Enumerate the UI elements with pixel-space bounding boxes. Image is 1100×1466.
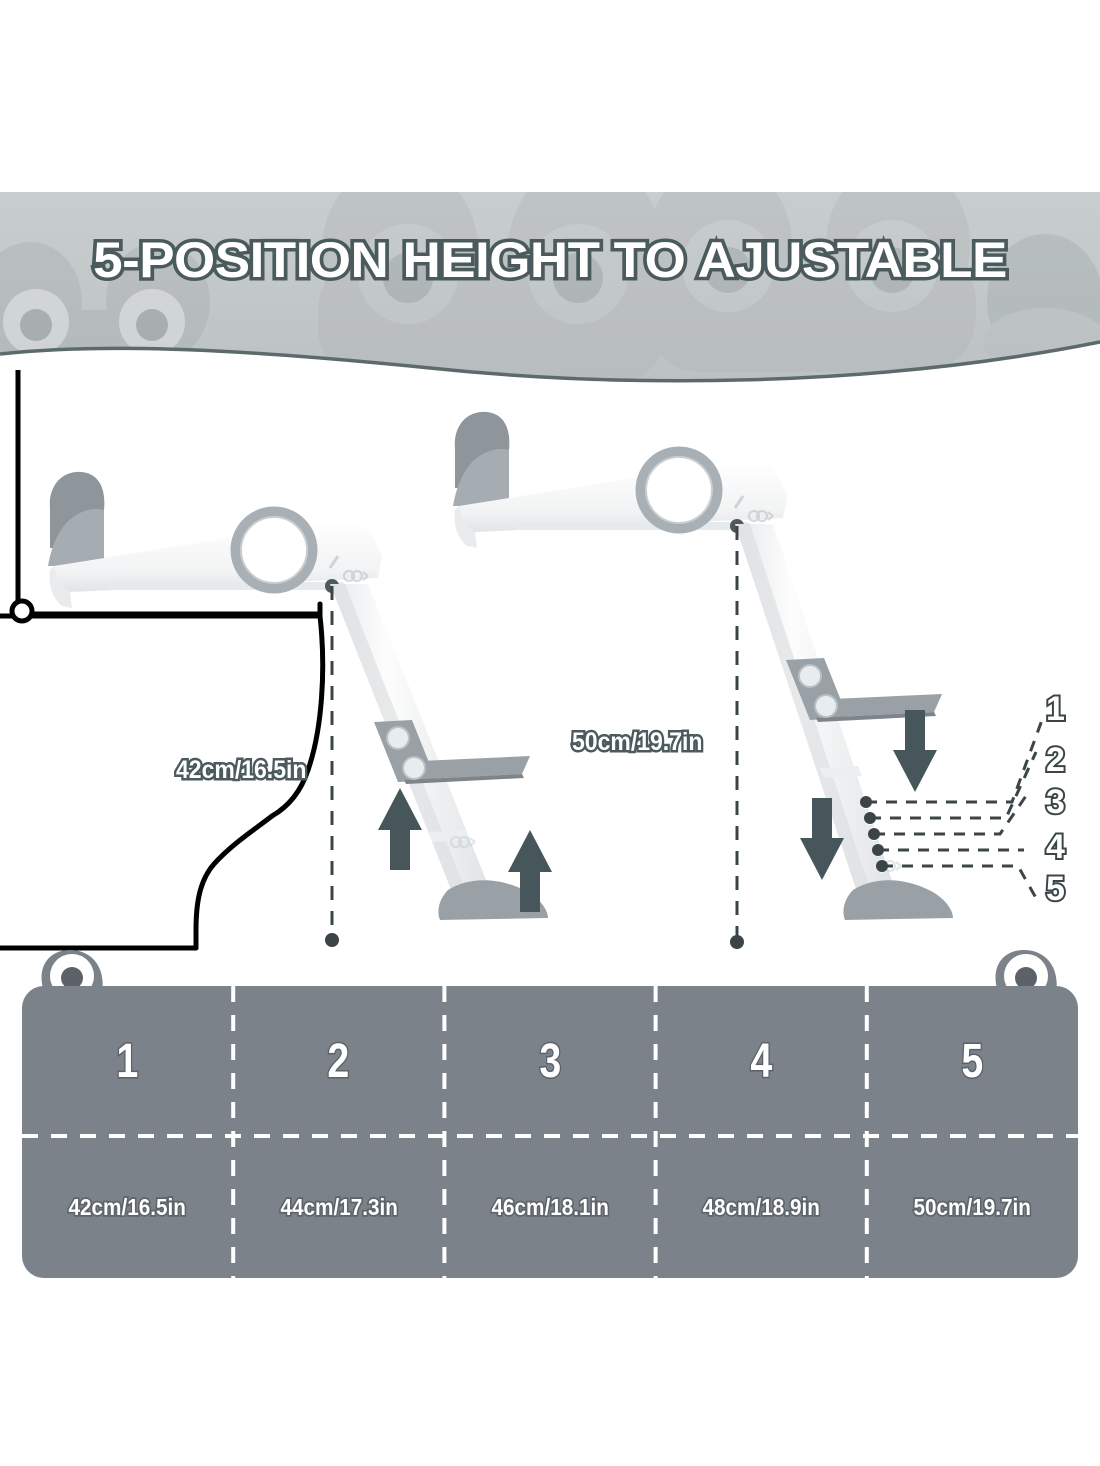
step-bracket-left bbox=[374, 720, 530, 784]
table-cell-height: 42cm/16.5in bbox=[22, 1136, 233, 1278]
table-grid: 1 2 3 4 5 42cm/16.5in 44cm/17.3in 46cm/1… bbox=[22, 986, 1078, 1278]
header-banner bbox=[0, 192, 1100, 384]
table-panel bbox=[22, 986, 1078, 1278]
dimension-endpoint-right bbox=[730, 935, 744, 949]
product-illustration-area bbox=[0, 370, 1100, 960]
product-left-low-position bbox=[48, 471, 552, 947]
callout-number-5: 5 bbox=[1044, 870, 1067, 908]
table-cell-height: 50cm/19.7in bbox=[867, 1136, 1078, 1278]
product-right-high-position bbox=[453, 411, 953, 949]
position-label: 4 bbox=[749, 1033, 773, 1089]
height-label: 44cm/17.3in bbox=[279, 1192, 400, 1222]
position-label: 2 bbox=[327, 1033, 351, 1089]
position-label: 5 bbox=[960, 1033, 984, 1089]
table-dividers bbox=[22, 986, 1078, 1278]
arrow-down-right-1 bbox=[893, 710, 937, 792]
page-title: 5-POSITION HEIGHT TO AJUSTABLE bbox=[89, 229, 1011, 292]
seat-assembly-left bbox=[48, 471, 382, 608]
table-cell-height: 46cm/18.1in bbox=[444, 1136, 655, 1278]
callout-number-1: 1 bbox=[1044, 690, 1067, 728]
table-cell-position: 1 bbox=[22, 986, 233, 1136]
callout-number-3: 3 bbox=[1044, 783, 1067, 821]
seat-assembly-right bbox=[453, 411, 787, 548]
leg-logo-left bbox=[449, 835, 476, 849]
position-label: 3 bbox=[538, 1033, 562, 1089]
banner-background bbox=[0, 192, 1100, 381]
dimension-label-left: 42cm/16.5in bbox=[174, 754, 309, 787]
table-cell-position: 5 bbox=[867, 986, 1078, 1136]
height-label: 42cm/16.5in bbox=[67, 1192, 188, 1222]
callout-number-2: 2 bbox=[1044, 741, 1067, 779]
table-cell-position: 2 bbox=[233, 986, 444, 1136]
step-bracket-right bbox=[786, 658, 942, 722]
table-cell-height: 44cm/17.3in bbox=[233, 1136, 444, 1278]
height-label: 50cm/19.7in bbox=[912, 1192, 1033, 1222]
arrow-up-left-1 bbox=[378, 788, 422, 870]
height-label: 48cm/18.9in bbox=[701, 1192, 822, 1222]
arrow-up-left-2 bbox=[508, 830, 552, 912]
position-label: 1 bbox=[115, 1033, 139, 1089]
height-position-table: 1 2 3 4 5 42cm/16.5in 44cm/17.3in 46cm/1… bbox=[22, 948, 1078, 1278]
callout-dots bbox=[860, 796, 888, 872]
height-label: 46cm/18.1in bbox=[490, 1192, 611, 1222]
toilet-outline bbox=[0, 370, 326, 951]
frog-watermark bbox=[0, 192, 1100, 381]
dimension-label-right: 50cm/19.7in bbox=[570, 726, 705, 759]
dimension-endpoint-left bbox=[325, 933, 339, 947]
table-cell-position: 4 bbox=[656, 986, 867, 1136]
ladder-foot-right bbox=[843, 880, 953, 920]
callout-number-4: 4 bbox=[1044, 828, 1067, 866]
callout-leader-lines bbox=[866, 719, 1044, 899]
table-cell-height: 48cm/18.9in bbox=[656, 1136, 867, 1278]
table-cell-position: 3 bbox=[444, 986, 655, 1136]
banner-curve bbox=[0, 340, 1100, 383]
arrow-down-right-2 bbox=[800, 798, 844, 880]
